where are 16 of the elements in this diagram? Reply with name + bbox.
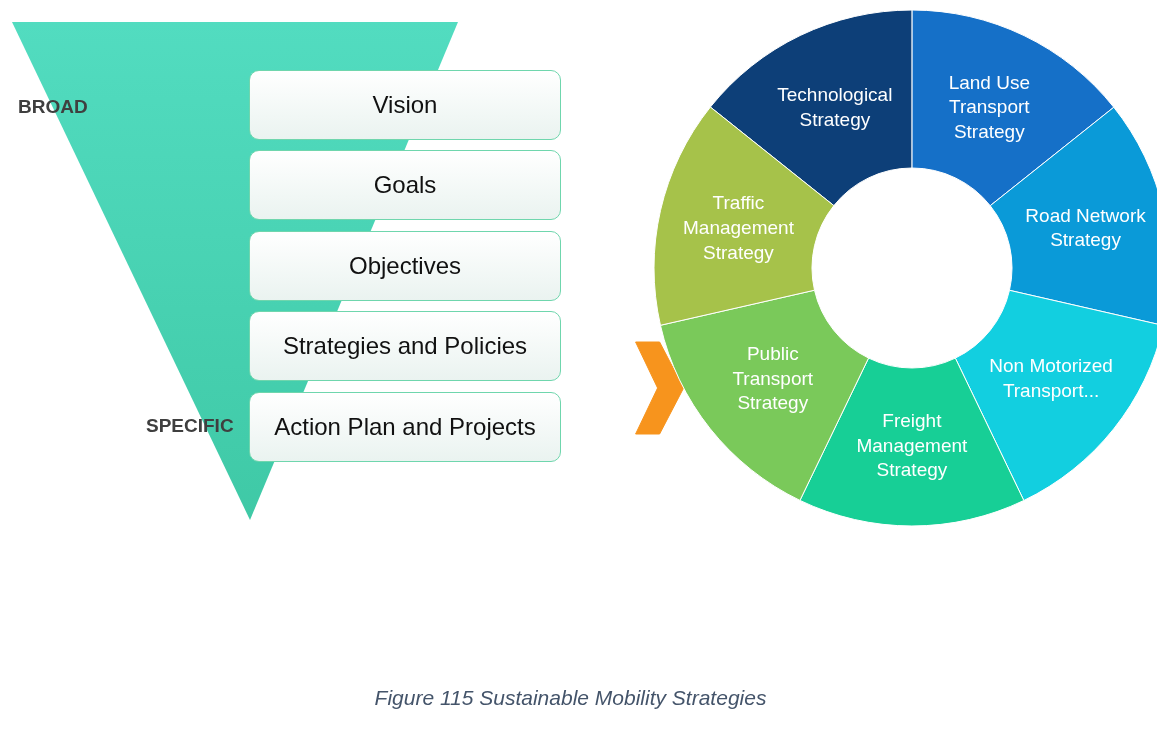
level-box: Strategies and Policies [249, 311, 561, 381]
segment-label: Land Use Transport Strategy [947, 70, 1031, 144]
level-box: Action Plan and Projects [249, 392, 561, 462]
level-box: Goals [249, 150, 561, 220]
segment-label: Road Network Strategy [1024, 203, 1147, 253]
figure-caption: Figure 115 Sustainable Mobility Strategies [373, 686, 768, 710]
segment-label: Non Motorized Transport... [988, 354, 1114, 404]
segment-label: Traffic Management Strategy [682, 191, 795, 265]
segment-label: Public Transport Strategy [731, 341, 815, 416]
level-box: Vision [249, 70, 561, 140]
donut-segment [911, 9, 1115, 207]
donut-segment [709, 9, 913, 207]
segment-label: Technological Strategy [776, 82, 894, 132]
chevron-arrow [635, 341, 685, 435]
level-box: Objectives [249, 231, 561, 301]
segment-label: Freight Management Strategy [855, 408, 969, 483]
